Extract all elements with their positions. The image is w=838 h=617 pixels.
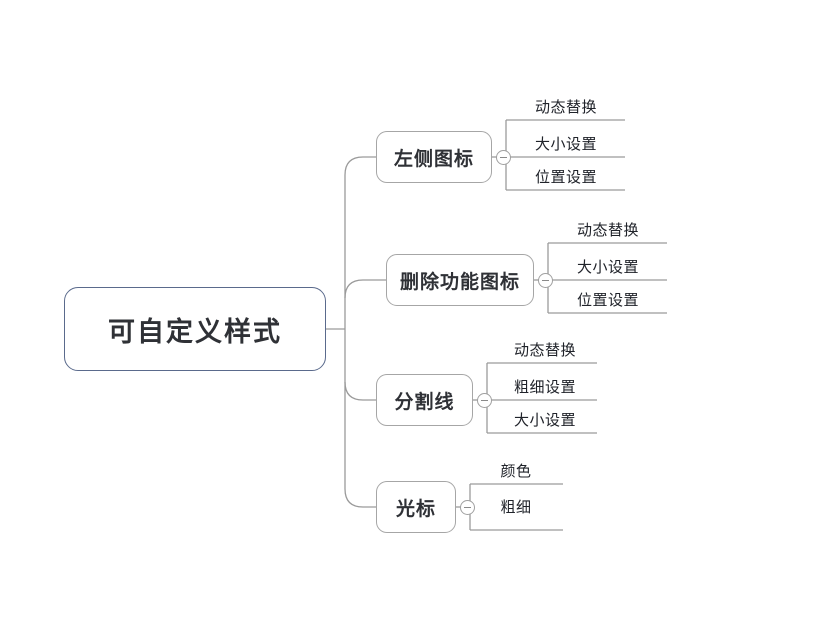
collapse-toggle-cursor[interactable] (460, 500, 475, 515)
collapse-toggle-delete-function-icon[interactable] (538, 273, 553, 288)
branch-node-delete-function-icon[interactable]: 删除功能图标 (386, 254, 534, 306)
collapse-toggle-divider-line[interactable] (477, 393, 492, 408)
leaf-label[interactable]: 位置设置 (576, 291, 640, 309)
leaf-label[interactable]: 位置设置 (534, 168, 598, 186)
leaf-label[interactable]: 大小设置 (513, 411, 577, 429)
branch-node-label: 删除功能图标 (399, 270, 520, 293)
leaf-label[interactable]: 大小设置 (534, 135, 598, 153)
branch-node-divider-line[interactable]: 分割线 (376, 374, 473, 426)
root-node[interactable]: 可自定义样式 (64, 287, 326, 371)
collapse-minus-icon (500, 156, 507, 159)
root-node-label: 可自定义样式 (108, 316, 282, 348)
branch-node-label: 分割线 (394, 390, 455, 413)
collapse-toggle-left-icon[interactable] (496, 150, 511, 165)
leaf-label[interactable]: 粗细 (500, 498, 532, 516)
leaf-label[interactable]: 动态替换 (513, 341, 577, 359)
branch-node-cursor[interactable]: 光标 (376, 481, 456, 533)
branch-node-label: 光标 (395, 497, 436, 520)
branch-node-left-icon[interactable]: 左侧图标 (376, 131, 492, 183)
leaf-label[interactable]: 动态替换 (576, 221, 640, 239)
branch-node-label: 左侧图标 (393, 147, 474, 170)
collapse-minus-icon (464, 506, 471, 509)
leaf-label[interactable]: 颜色 (500, 462, 532, 480)
leaf-label[interactable]: 粗细设置 (513, 378, 577, 396)
collapse-minus-icon (481, 399, 488, 402)
collapse-minus-icon (542, 279, 549, 282)
leaf-label[interactable]: 动态替换 (534, 98, 598, 116)
leaf-label[interactable]: 大小设置 (576, 258, 640, 276)
